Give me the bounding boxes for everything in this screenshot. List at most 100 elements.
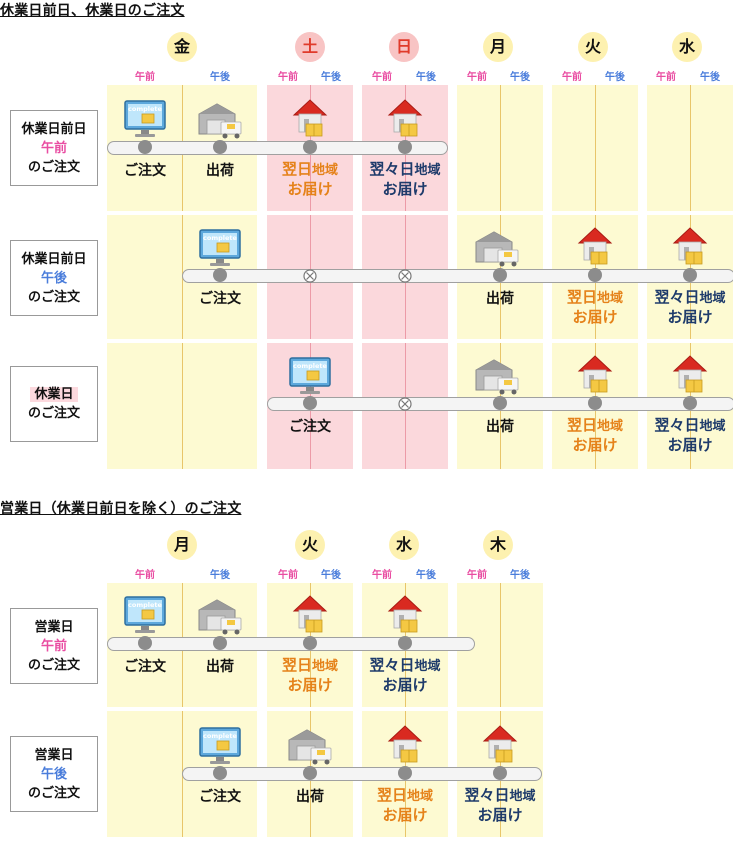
day-wed: 水 [389,530,419,560]
grid-divider [500,85,501,211]
row-label-line: 営業日 [34,619,74,635]
row-label-line: のご注文 [27,657,80,673]
event-label: 出荷 [296,789,324,805]
row-label-line: 休業日 [30,387,78,402]
timeline-dot [213,268,227,282]
day-tue: 火 [295,530,325,560]
event-label: 出荷 [206,659,234,675]
event-label: ご注文 [124,659,166,675]
next-day-delivery-label: 翌日地域お届け [281,160,339,198]
warehouse-truck-icon [197,100,243,140]
timeline-dot [493,396,507,410]
timeline-dot [398,766,412,780]
svg-text:complete: complete [203,234,237,242]
timeline-dot [138,636,152,650]
half-am: 午前 [562,72,582,83]
day-fri: 金 [167,32,197,62]
half-pm: 午後 [416,72,436,83]
day-after-next-delivery-label: 翌々日地域お届け [654,288,726,326]
half-am: 午前 [372,72,392,83]
row-label-business-day-am: 営業日 午前 のご注文 [10,608,98,684]
day-after-next-delivery-label: 翌々日地域お届け [464,786,536,824]
day-after-next-delivery-label: 翌々日地域お届け [369,656,441,694]
timeline-dot [213,140,227,154]
day-after-next-delivery-label: 翌々日地域お届け [369,160,441,198]
warehouse-truck-icon [474,228,520,268]
house-package-icon [576,353,614,393]
day-after-next-delivery-label: 翌々日地域お届け [654,416,726,454]
warehouse-truck-icon [287,726,333,766]
row-label-holiday: 休業日 のご注文 [10,366,98,442]
timeline-dot [303,396,317,410]
row-label-line: 午後 [40,766,67,782]
row-label-line: のご注文 [27,406,80,421]
day-wed: 水 [672,32,702,62]
timeline-dot [683,268,697,282]
half-am: 午前 [372,570,392,581]
row-label-line: 休業日前日 [21,251,87,267]
half-pm: 午後 [700,72,720,83]
house-package-icon [291,97,329,137]
svg-text:complete: complete [293,362,327,370]
timeline-bar [182,269,733,283]
day-tue: 火 [578,32,608,62]
x-circle-icon [398,268,412,283]
half-am: 午前 [278,570,298,581]
half-am: 午前 [135,570,155,581]
warehouse-truck-icon [474,356,520,396]
next-day-delivery-label: 翌日地域お届け [281,656,339,694]
timeline-dot [493,766,507,780]
house-package-icon [386,723,424,763]
svg-text:complete: complete [128,105,162,113]
half-pm: 午後 [321,570,341,581]
event-label: ご注文 [199,789,241,805]
timeline-bar [107,141,448,155]
x-circle-icon [398,396,412,411]
half-pm: 午後 [321,72,341,83]
row-label-business-day-pm: 営業日 午後 のご注文 [10,736,98,812]
half-am: 午前 [467,72,487,83]
house-package-icon [386,593,424,633]
timeline-dot [398,636,412,650]
timeline-dot [213,766,227,780]
house-package-icon [671,225,709,265]
computer-complete-icon: complete [289,357,331,395]
row-label-line: のご注文 [27,289,80,305]
row-label-line: 休業日前日 [21,121,87,137]
row-label-line: 午前 [40,140,67,156]
row-label-line: 午前 [40,638,67,654]
row-label-line: のご注文 [27,785,80,801]
computer-complete-icon: complete [199,229,241,267]
house-package-icon [481,723,519,763]
timeline-dot [588,268,602,282]
house-package-icon [576,225,614,265]
half-am: 午前 [135,72,155,83]
timeline-bar [182,767,542,781]
timeline-dot [303,636,317,650]
svg-text:complete: complete [203,732,237,740]
day-thu: 木 [483,530,513,560]
house-package-icon [291,593,329,633]
timeline-dot [213,636,227,650]
day-mon: 月 [483,32,513,62]
computer-complete-icon: complete [124,100,166,138]
half-am: 午前 [656,72,676,83]
row-label-holiday-eve-am: 休業日前日 午前 のご注文 [10,110,98,186]
timeline-bar [107,637,475,651]
computer-complete-icon: complete [199,727,241,765]
computer-complete-icon: complete [124,596,166,634]
day-sun: 日 [389,32,419,62]
half-am: 午前 [278,72,298,83]
section-2-heading: 営業日（休業日前日を除く）のご注文 [0,501,242,517]
event-label: ご注文 [124,163,166,179]
next-day-delivery-label: 翌日地域お届け [566,288,624,326]
half-am: 午前 [467,570,487,581]
timeline-dot [398,140,412,154]
day-mon: 月 [167,530,197,560]
day-sat: 土 [295,32,325,62]
half-pm: 午後 [210,570,230,581]
timeline-dot [303,140,317,154]
grid-divider [500,583,501,707]
svg-text:complete: complete [128,601,162,609]
section-1-heading: 休業日前日、休業日のご注文 [0,3,185,19]
